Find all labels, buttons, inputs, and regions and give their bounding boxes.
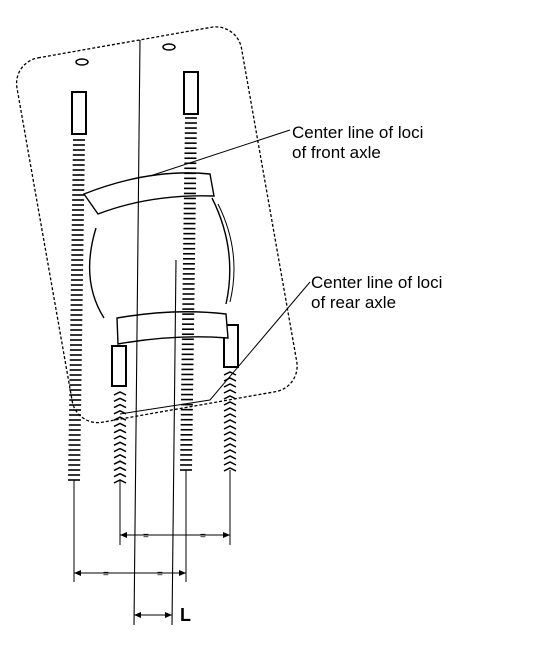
rear-axle-center-line (171, 259, 177, 626)
front-axle-leader (149, 129, 291, 177)
tow-hole-right (162, 43, 176, 51)
front-right-track (180, 117, 197, 471)
front-left-track (68, 139, 85, 481)
rear-axle-label-line2: of rear axle (311, 293, 397, 312)
front-axle-label-line1: Center line of loci (292, 123, 424, 142)
front-track-dimension: = = (74, 569, 186, 580)
rear-axle-annotation: Center line of loci of rear axle (311, 273, 442, 313)
rear-axle-leader (119, 281, 311, 415)
offset-label: L (180, 605, 191, 625)
svg-text:=: = (103, 569, 109, 580)
left-side-arc (88, 227, 105, 319)
right-side-arc (211, 197, 231, 305)
front-right-wheel (183, 71, 199, 115)
front-arc-band (82, 172, 215, 215)
rear-left-track (113, 391, 127, 484)
vehicle-outline (15, 26, 298, 424)
svg-text:=: = (157, 569, 163, 580)
front-axle-center-line (133, 39, 141, 626)
offset-dimension (134, 612, 172, 618)
svg-text:=: = (143, 531, 149, 542)
front-axle-annotation: Center line of loci of front axle (292, 123, 423, 163)
vehicle-body (15, 26, 298, 424)
front-left-wheel (71, 91, 87, 135)
tire-tracks (68, 117, 237, 484)
rear-left-wheel (111, 345, 127, 387)
rear-track-dimension: = = (120, 531, 230, 542)
rear-arc-band (116, 311, 229, 345)
front-axle-label-line2: of front axle (292, 143, 381, 162)
tow-hole-left (75, 58, 89, 66)
rear-axle-label-line1: Center line of loci (311, 273, 443, 292)
rear-right-wheel (223, 324, 239, 368)
rear-right-track (223, 371, 237, 472)
svg-text:=: = (200, 531, 206, 542)
right-side-arc-inner (217, 203, 235, 303)
